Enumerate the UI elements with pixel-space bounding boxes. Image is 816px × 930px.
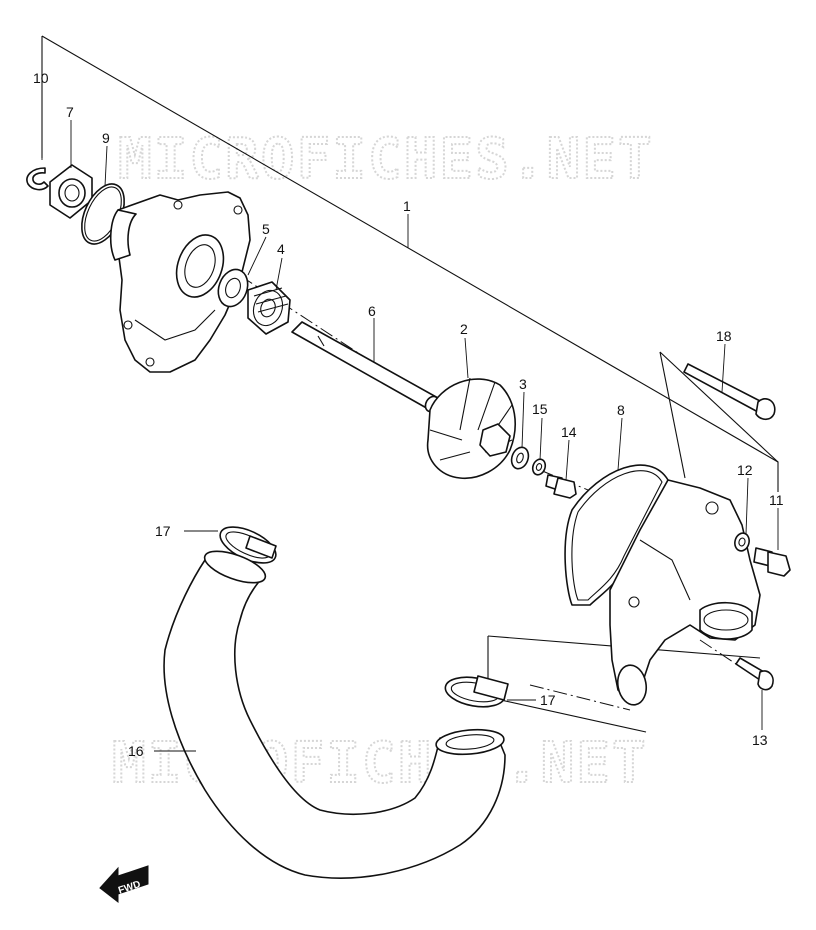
callout-10: 10 — [33, 70, 49, 86]
part-2-impeller — [426, 377, 516, 480]
part-8-gasket — [564, 464, 669, 606]
part-3-washer — [510, 446, 530, 470]
callout-11: 11 — [769, 492, 784, 508]
leader-lines — [41, 88, 779, 752]
callout-14: 14 — [561, 424, 577, 440]
callout-labels: 1 2 3 4 5 6 7 8 9 10 11 12 13 14 15 16 1… — [33, 70, 784, 759]
callout-3: 3 — [519, 376, 527, 392]
callout-17-upper: 17 — [155, 523, 171, 539]
callout-1: 1 — [403, 198, 411, 214]
callout-12: 12 — [737, 462, 753, 478]
part-6-shaft — [291, 321, 440, 413]
part-15-washer — [531, 458, 547, 476]
callout-13: 13 — [752, 732, 768, 748]
part-5-oil-seal — [217, 268, 249, 308]
part-16-hose — [163, 550, 506, 879]
callout-8: 8 — [617, 402, 625, 418]
part-11-bolt — [753, 547, 791, 577]
callout-15: 15 — [532, 401, 548, 417]
callout-17-lower: 17 — [540, 692, 556, 708]
callout-16: 16 — [128, 743, 144, 759]
part-7-bearing — [49, 164, 93, 219]
part-18-long-bolt — [683, 363, 776, 421]
callout-18: 18 — [716, 328, 732, 344]
callout-7: 7 — [66, 104, 74, 120]
callout-6: 6 — [368, 303, 376, 319]
part-17-clamp-lower — [444, 675, 509, 708]
callout-9: 9 — [102, 130, 110, 146]
watermark-top: MICROFICHES.NET — [118, 127, 654, 192]
part-10-circlip — [26, 167, 49, 191]
part-13-screw — [735, 657, 774, 691]
part-14-bolt — [545, 474, 577, 499]
callout-2: 2 — [460, 321, 468, 337]
part-4-mechanical-seal — [247, 281, 291, 335]
pump-housing-right — [609, 479, 761, 706]
pump-cover-left — [109, 191, 251, 373]
part-12-washer — [734, 532, 750, 552]
callout-5: 5 — [262, 221, 270, 237]
fwd-arrow-icon: FWD — [99, 865, 149, 904]
callout-4: 4 — [277, 241, 285, 257]
